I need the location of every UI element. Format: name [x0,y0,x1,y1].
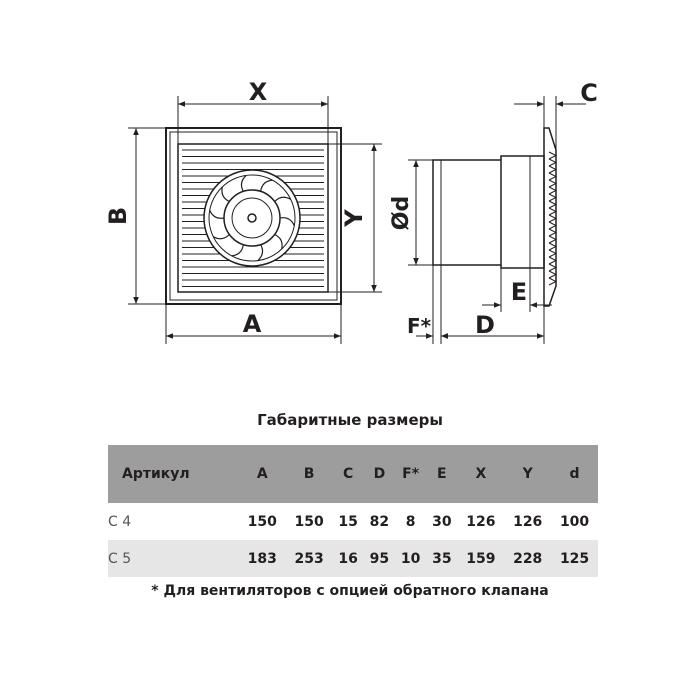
cell-article: С 5 [108,540,239,577]
header-b: B [285,445,333,503]
label-x: X [249,78,268,106]
cell-value: 16 [332,540,364,577]
cell-value: 228 [504,540,552,577]
front-view [165,127,342,305]
header-y: Y [504,445,552,503]
dimension-y [328,143,382,293]
header-f: F* [395,445,427,503]
label-a: A [243,310,262,338]
cell-value: 8 [405,513,416,530]
cell-value: 150 [294,513,324,530]
front-panel-inner [169,131,338,301]
cell-value: 126 [513,513,543,530]
duct-collar [500,155,545,269]
cell-value: 183 [238,540,286,577]
header-d: D [363,445,395,503]
dimension-x [177,96,329,144]
header-d: d [551,445,598,503]
header-a: A [238,445,286,503]
cell-value: 150 [247,513,277,530]
label-d-diameter: Ød [389,196,414,230]
cell-value: 35 [426,540,458,577]
header-x: X [457,445,505,503]
cell-value: 159 [457,540,505,577]
dimension-c [514,96,586,150]
cell-value: 253 [285,540,333,577]
cell-value: 82 [369,513,390,530]
cell-value: 15 [338,513,358,530]
label-f: F* [407,314,432,338]
duct-body [432,159,502,266]
table-title: Габаритные размеры [257,411,443,429]
cell-value: 125 [551,540,598,577]
dimension-d-diameter [408,159,433,266]
cell-value: 95 [363,540,395,577]
front-panel-outer [165,127,342,305]
side-view [432,127,558,307]
dimension-e [482,268,552,312]
cell-value: 100 [559,513,590,530]
cell-value: 30 [432,513,452,530]
fan-dimension-drawing: X A B Y Ød C [104,78,598,344]
dimension-a [165,304,342,344]
label-e: E [511,278,527,306]
label-y: Y [340,209,368,228]
header-c: C [332,445,364,503]
label-d: D [475,311,495,339]
cell-value: 10 [395,540,427,577]
fan-impeller [203,169,301,267]
dimension-d [440,265,545,344]
dimension-b [128,127,166,305]
table-row: С 4 150 150 15 82 8 30 126 126 100 [108,503,598,540]
dimension-f [416,265,458,344]
header-article: Артикул [108,445,239,503]
footnote: * Для вентиляторов с опцией обратного кл… [151,583,549,599]
label-b: B [104,207,132,225]
cell-article: С 4 [108,513,132,530]
label-c: C [580,79,598,107]
cell-value: 126 [466,513,496,530]
header-e: E [426,445,458,503]
grille-frame [177,143,329,293]
